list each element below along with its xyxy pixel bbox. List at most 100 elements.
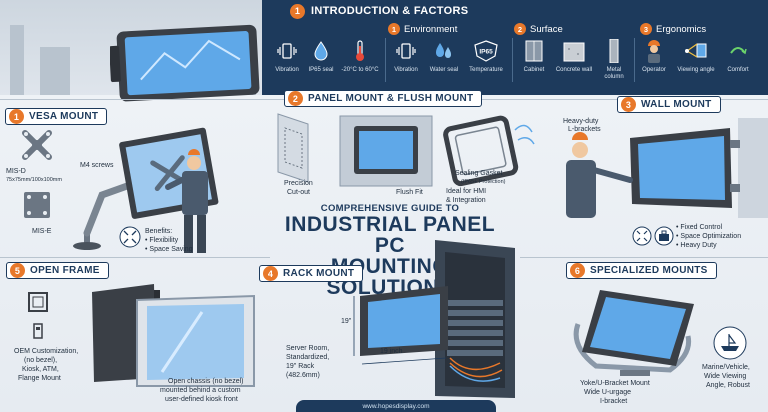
wall-feature-1: • Fixed Control bbox=[676, 224, 723, 231]
rack-mount-header: 4 RACK MOUNT bbox=[259, 265, 364, 282]
toolbox-icon bbox=[654, 226, 674, 246]
rack-width-label: 19 inch bbox=[380, 348, 403, 355]
icon-label: -20°C to 60°C bbox=[341, 67, 379, 73]
divider bbox=[512, 38, 513, 82]
hero-panel-pc bbox=[110, 24, 260, 102]
marine-label-3: Angle, Robust bbox=[706, 382, 750, 389]
section-number: 3 bbox=[640, 23, 652, 35]
ideal-label-2: & Integration bbox=[446, 197, 486, 204]
expand-icon bbox=[119, 226, 141, 248]
section-number: 1 bbox=[388, 23, 400, 35]
specialized-title: SPECIALIZED MOUNTS bbox=[590, 265, 708, 276]
open-frame-title: OPEN FRAME bbox=[30, 265, 100, 276]
water-drop-icon bbox=[308, 38, 334, 64]
intro-band bbox=[262, 0, 768, 95]
surface-item: Metal column bbox=[596, 38, 632, 81]
vesa-arm-illustration bbox=[73, 127, 219, 253]
oem-label-2: (no bezel), bbox=[24, 357, 58, 364]
operator-icon bbox=[641, 38, 667, 64]
server-label-4: (482.6mm) bbox=[286, 372, 320, 379]
ergonomics-label: Ergonomics bbox=[656, 23, 707, 35]
chassis-label-2: mounted behind a custom bbox=[160, 387, 241, 394]
vibration-icon bbox=[393, 38, 419, 64]
icon-label: Comfort bbox=[727, 67, 749, 73]
marine-label-1: Marine/Vehicle, bbox=[702, 364, 750, 371]
section-number: 2 bbox=[288, 91, 303, 106]
benefits-label: Benefits: bbox=[145, 228, 173, 235]
section-number: 5 bbox=[10, 263, 25, 278]
wall-mount-illustration bbox=[566, 118, 768, 218]
yoke-label-2: Wide U-urgage bbox=[584, 389, 632, 396]
icon-label: IP65 seal bbox=[308, 67, 334, 73]
expand-icon bbox=[632, 226, 652, 246]
divider bbox=[0, 257, 270, 258]
vesa-header: 1 VESA MOUNT bbox=[5, 108, 108, 125]
rack-height-label: 19" bbox=[341, 318, 352, 325]
icon-label: Operator bbox=[642, 67, 666, 73]
connector-icon bbox=[33, 323, 43, 339]
surface-label: Surface bbox=[530, 23, 563, 35]
footer-url: www.hopesdisplay.com bbox=[296, 400, 496, 412]
divider bbox=[634, 38, 635, 82]
panel-mount-title: PANEL MOUNT & FLUSH MOUNT bbox=[308, 93, 474, 104]
screws-label: M4 screws bbox=[80, 162, 114, 169]
gasket-label-2: (IP65+ Protection) bbox=[461, 179, 506, 185]
yoke-mount-illustration bbox=[573, 290, 694, 376]
cutout-label-2: Cut-out bbox=[287, 189, 310, 196]
mis-d-label: MIS-D bbox=[6, 168, 26, 175]
thermometer-icon bbox=[347, 38, 373, 64]
environment-item: Vibration bbox=[388, 38, 424, 74]
viewing-angle-icon bbox=[683, 38, 709, 64]
comfort-icon bbox=[725, 38, 751, 64]
icon-label: Water seal bbox=[429, 67, 459, 73]
server-label-3: 19" Rack bbox=[286, 363, 315, 370]
benefit-flexibility: • Flexibility bbox=[145, 237, 179, 244]
flush-fit-label: Flush Fit bbox=[396, 189, 423, 196]
environment-item: IP65 Temperature bbox=[464, 38, 508, 74]
wall-feature-2: • Space Optimization bbox=[676, 233, 742, 240]
open-frame-header: 5 OPEN FRAME bbox=[6, 262, 109, 279]
icon-label: Vibration bbox=[275, 67, 299, 73]
rack-mount-title: RACK MOUNT bbox=[283, 268, 355, 279]
surface-icons: Cabinet Concrete wall Metal column bbox=[516, 38, 632, 81]
vesa-pattern-mis-e bbox=[24, 192, 50, 218]
mis-d-sizes-label: 75x75mm/100x100mm bbox=[6, 177, 62, 183]
server-label-1: Server Room, bbox=[286, 345, 330, 352]
ip65-badge-icon: IP65 bbox=[473, 38, 499, 64]
surface-header: 2 Surface bbox=[514, 23, 563, 35]
wall-feature-3: • Heavy Duty bbox=[676, 242, 717, 249]
section-number: 1 bbox=[9, 109, 24, 124]
cutout-label-1: Precision bbox=[284, 180, 313, 187]
divider bbox=[385, 38, 386, 82]
panel-mount-header: 2 PANEL MOUNT & FLUSH MOUNT bbox=[284, 90, 483, 107]
concrete-wall-icon bbox=[561, 38, 587, 64]
surface-item: Concrete wall bbox=[552, 38, 596, 81]
ideal-label-1: Ideal for HMI bbox=[446, 188, 487, 195]
oem-label-1: OEM Customization, bbox=[14, 348, 79, 355]
specialized-header: 6 SPECIALIZED MOUNTS bbox=[566, 262, 717, 279]
svg-text:IP65: IP65 bbox=[479, 49, 493, 56]
wall-mount-header: 3 WALL MOUNT bbox=[617, 96, 721, 113]
icon-label: Vibration bbox=[394, 67, 418, 73]
environment-item: Water seal bbox=[424, 38, 464, 74]
chassis-label-1: Open chassis (no bezel) bbox=[168, 378, 244, 385]
environment-item: -20°C to 60°C bbox=[338, 38, 382, 74]
environment-label: Environment bbox=[404, 23, 458, 35]
divider bbox=[520, 257, 768, 258]
section-number: 3 bbox=[621, 97, 636, 112]
environment-item: Vibration bbox=[270, 38, 304, 74]
environment-header: 1 Environment bbox=[388, 23, 457, 35]
ergonomics-item: Comfort bbox=[720, 38, 756, 74]
icon-label: Metal column bbox=[604, 67, 624, 80]
section-number: 4 bbox=[263, 266, 278, 281]
yoke-label-1: Yoke/U-Bracket Mount bbox=[580, 380, 650, 387]
icon-label: Cabinet bbox=[523, 67, 545, 73]
yoke-label-3: I-bracket bbox=[600, 398, 628, 405]
boat-icon bbox=[713, 326, 747, 360]
ergonomics-item: Viewing angle bbox=[672, 38, 720, 74]
open-frame-illustration bbox=[92, 284, 255, 387]
metal-column-icon bbox=[601, 38, 627, 64]
cabinet-icon bbox=[521, 38, 547, 64]
panel-mount-illustration bbox=[277, 113, 535, 187]
chassis-label-3: user-defined kiosk front bbox=[165, 396, 238, 403]
